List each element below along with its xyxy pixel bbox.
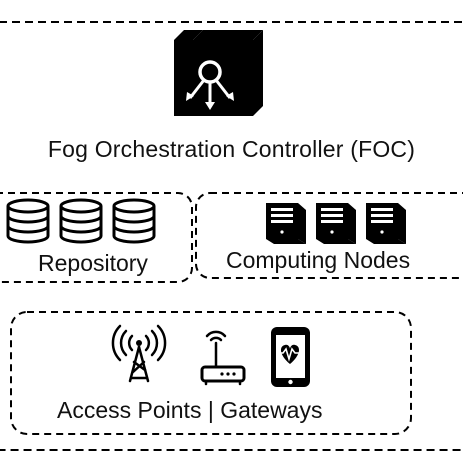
database-icon xyxy=(59,198,103,244)
repository-container xyxy=(0,192,193,283)
smartphone-health-icon xyxy=(271,327,310,387)
access-points-gateways-label: Access Points | Gateways xyxy=(57,397,323,423)
orchestration-box-icon xyxy=(174,30,263,116)
computing-nodes-label: Computing Nodes xyxy=(226,247,411,273)
repository-label: Repository xyxy=(38,250,148,276)
outer-container xyxy=(0,21,463,451)
antenna-tower-icon xyxy=(111,324,167,383)
controller-label: Fog Orchestration Controller (FOC) xyxy=(47,136,416,162)
database-icon xyxy=(6,198,50,244)
computing-nodes-container xyxy=(195,192,463,279)
wifi-router-icon xyxy=(200,330,246,386)
database-icon xyxy=(112,198,156,244)
server-icon xyxy=(366,203,406,244)
edge-devices-container xyxy=(10,311,412,435)
server-icon xyxy=(266,203,306,244)
server-icon xyxy=(316,203,356,244)
